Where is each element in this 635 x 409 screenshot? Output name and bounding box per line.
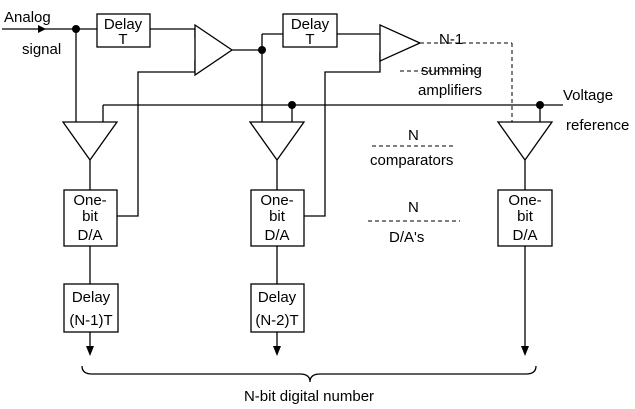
dac-2-line2: bit — [269, 208, 286, 225]
delay-t-2-title: Delay — [291, 16, 330, 33]
dac-1-line1: One- — [73, 192, 106, 209]
delay-t-1-value: T — [118, 31, 127, 48]
delay-n1-title: Delay — [72, 289, 111, 306]
one-bit-dac-3 — [497, 189, 553, 247]
delay-t-2-value: T — [305, 31, 314, 48]
comparator-2 — [248, 121, 306, 162]
output3-arrowhead — [521, 346, 529, 356]
comparator-3 — [496, 121, 554, 162]
vref-junction-dot-1 — [288, 101, 296, 109]
node2-junction-dot — [258, 46, 266, 54]
comparators-label: comparators — [370, 152, 453, 169]
delay-n2-title: Delay — [258, 289, 297, 306]
dac-3-line2: bit — [517, 208, 534, 225]
vref-label-line1: Voltage — [563, 87, 613, 104]
comparator-1 — [61, 121, 119, 162]
input-label-line1: Analog — [4, 9, 51, 26]
dac-2-line1: One- — [260, 192, 293, 209]
summing-label-line1: summing — [421, 62, 482, 79]
summing-amplifier-1 — [194, 23, 234, 77]
summing-count-label: N-1 — [439, 31, 463, 48]
output2-arrowhead — [273, 346, 281, 356]
summing-label-line2: amplifiers — [418, 82, 482, 99]
delay-n1-value: (N-1)T — [69, 312, 112, 329]
dac-1-line2: bit — [82, 208, 99, 225]
output1-arrowhead — [86, 346, 94, 356]
delay-n1-block — [63, 283, 119, 333]
dac1-feedback — [117, 60, 196, 217]
output-label: N-bit digital number — [244, 388, 374, 405]
summing-amplifier-2 — [379, 23, 422, 63]
delay-n2-value: (N-2)T — [255, 312, 298, 329]
dac-1-line3: D/A — [77, 227, 102, 244]
delay-t-block-2 — [282, 13, 338, 48]
input-junction-dot — [72, 25, 80, 33]
dac-2-line3: D/A — [264, 227, 289, 244]
dac-3-line3: D/A — [512, 227, 537, 244]
output-brace — [81, 365, 537, 383]
delay-n2-block — [250, 283, 305, 333]
input-arrowhead — [38, 25, 46, 33]
comparators-count-label: N — [408, 127, 419, 144]
dac-3-line1: One- — [508, 192, 541, 209]
dacs-count-label: N — [408, 199, 419, 216]
delay-t-1-title: Delay — [104, 16, 143, 33]
input-label-line2: signal — [22, 41, 61, 58]
vref-junction-dot-2 — [536, 101, 544, 109]
dacs-label: D/A's — [389, 229, 424, 246]
delay-t-block-1 — [96, 13, 151, 48]
one-bit-dac-1 — [63, 189, 118, 247]
dac2-feedback — [304, 52, 381, 217]
vref-label-line2: reference — [566, 117, 629, 134]
one-bit-dac-2 — [250, 189, 305, 247]
